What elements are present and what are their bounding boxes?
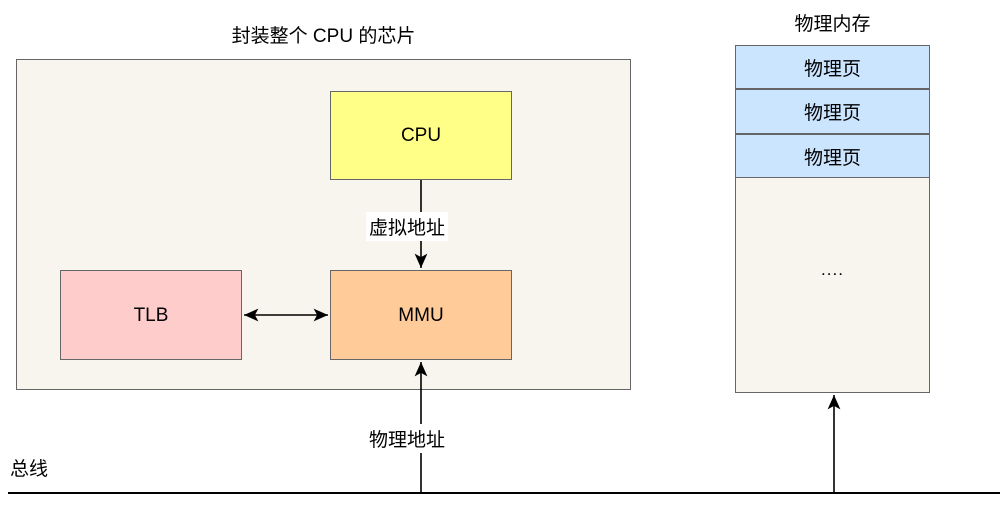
memory-ellipsis: .... [821, 260, 844, 279]
tlb-block[interactable]: TLB [60, 270, 242, 360]
chip-title: 封装整个 CPU 的芯片 [231, 26, 416, 47]
physical-page-label: 物理页 [803, 103, 861, 124]
edge-label-virtual-address: 虚拟地址 [366, 212, 449, 241]
cpu-block[interactable]: CPU [330, 91, 512, 180]
physical-page-label: 物理页 [803, 58, 861, 80]
physical-page-row[interactable]: 物理页 [735, 45, 930, 89]
cpu-block-label: CPU [400, 125, 442, 146]
physical-page-row[interactable]: 物理页 [735, 89, 930, 134]
bus-label: 总线 [10, 459, 49, 480]
physical-page-row[interactable]: 物理页 [735, 134, 930, 178]
memory-title: 物理内存 [794, 14, 871, 35]
tlb-block-label: TLB [133, 304, 169, 326]
mmu-block[interactable]: MMU [330, 270, 512, 360]
mmu-block-label: MMU [398, 304, 444, 326]
physical-page-label: 物理页 [803, 147, 861, 169]
edge-label-physical-address: 物理地址 [366, 424, 449, 453]
